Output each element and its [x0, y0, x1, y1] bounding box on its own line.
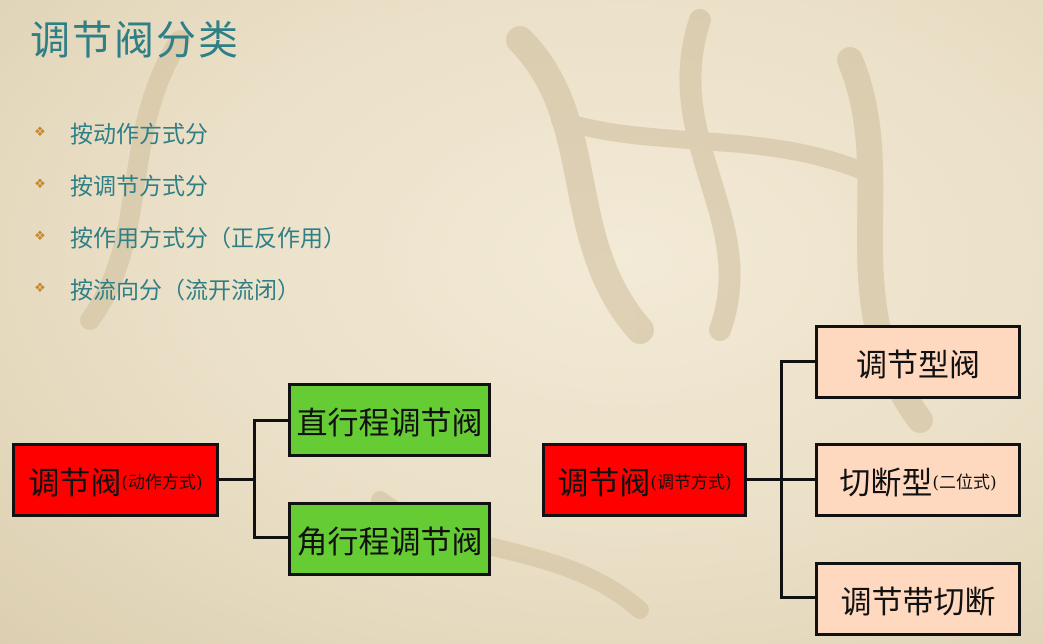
bullet-item: ❖ 按动作方式分 [32, 106, 346, 158]
right-root-sublabel: (调节方式) [650, 472, 732, 493]
bullet-item: ❖ 按调节方式分 [32, 158, 346, 210]
left-root-label: 调节阀 [28, 465, 122, 502]
left-child-box: 直行程调节阀 [288, 383, 491, 457]
right-root-label: 调节阀 [557, 465, 651, 502]
bullet-text: 按动作方式分 [70, 122, 208, 148]
page-title: 调节阀分类 [30, 18, 240, 64]
connector-line [780, 360, 783, 599]
connector-line [780, 360, 817, 363]
connector-line [219, 478, 255, 481]
right-child-box: 调节型阀 [815, 325, 1021, 399]
right-child-label: 切断型 [839, 465, 933, 502]
right-child-box: 调节带切断 [815, 562, 1021, 636]
right-child-box: 切断型(二位式) [815, 443, 1021, 517]
right-child-label: 调节带切断 [840, 584, 996, 621]
right-root-box: 调节阀(调节方式) [542, 443, 747, 517]
right-child-sublabel: (二位式) [932, 472, 997, 493]
bullet-text: 按流向分（流开流闭） [70, 278, 300, 304]
diamond-bullet-icon: ❖ [34, 228, 46, 244]
left-root-sublabel: (动作方式) [121, 472, 203, 493]
bullet-item: ❖ 按作用方式分（正反作用） [32, 210, 346, 262]
left-child-label: 直行程调节阀 [296, 405, 483, 442]
connector-line [253, 419, 256, 539]
diamond-bullet-icon: ❖ [34, 176, 46, 192]
left-child-box: 角行程调节阀 [288, 502, 491, 576]
bullet-list: ❖ 按动作方式分 ❖ 按调节方式分 ❖ 按作用方式分（正反作用） ❖ 按流向分（… [32, 106, 346, 314]
connector-line [780, 596, 817, 599]
diamond-bullet-icon: ❖ [34, 124, 46, 140]
connector-line [253, 419, 289, 422]
right-child-label: 调节型阀 [856, 347, 980, 384]
diamond-bullet-icon: ❖ [34, 280, 46, 296]
bullet-text: 按作用方式分（正反作用） [70, 226, 346, 252]
connector-line [253, 536, 289, 539]
left-root-box: 调节阀(动作方式) [12, 443, 219, 517]
bullet-text: 按调节方式分 [70, 174, 208, 200]
left-child-label: 角行程调节阀 [296, 524, 483, 561]
bullet-item: ❖ 按流向分（流开流闭） [32, 262, 346, 314]
